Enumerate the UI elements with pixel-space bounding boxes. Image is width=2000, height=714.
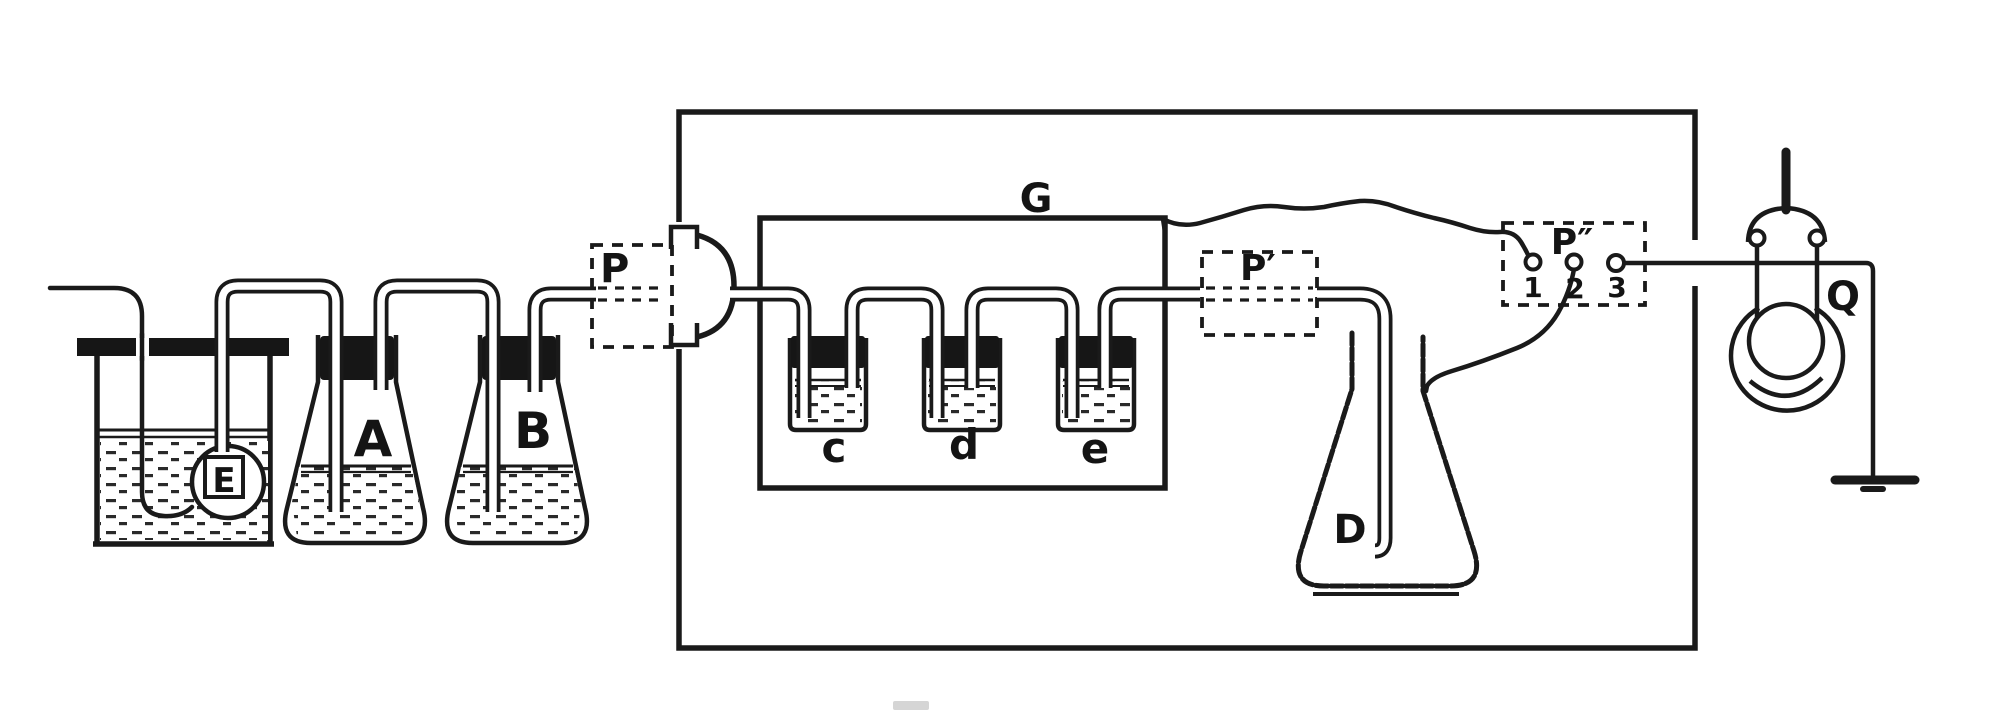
enclosure-box <box>676 109 1698 651</box>
label-bulb-e: E <box>212 461 235 501</box>
dome-terminal-left <box>1747 228 1767 248</box>
gas-inlet-line <box>47 285 195 519</box>
tube-bubbler-c-to-d <box>844 286 945 418</box>
tube-flask-b-to-seal-p <box>527 286 664 392</box>
wavy-wire-g-to-terminal-1 <box>1160 198 1532 260</box>
ground-symbol <box>1830 475 1920 492</box>
tube-seal-p-to-bubbler-c <box>730 286 812 418</box>
tube-flask-a-to-b <box>373 278 501 512</box>
electroscope-outer-shell <box>1728 306 1846 413</box>
label-seal-p-prime: P′ <box>1240 248 1276 289</box>
flask-b-liquid <box>454 467 581 537</box>
wire-terminal-2-to-flask-d <box>1423 266 1577 394</box>
wall-seal-bulge <box>668 224 737 348</box>
label-tube-box-g: G <box>1020 176 1053 222</box>
bulb-e <box>189 443 267 521</box>
flask-d <box>1295 330 1480 596</box>
terminal-2-contact <box>1564 252 1584 272</box>
terminal-panel <box>1501 221 1647 307</box>
label-terminal-3: 3 <box>1607 271 1626 304</box>
flask-a-liquid <box>292 467 419 537</box>
label-flask-b: B <box>514 402 552 460</box>
figure-caption-mark <box>893 701 929 710</box>
tube-bulb-to-flask-a <box>214 278 344 512</box>
label-terminal-panel: P″ <box>1551 222 1593 263</box>
label-terminal-1: 1 <box>1523 271 1542 304</box>
terminal-1-contact <box>1523 252 1543 272</box>
label-flask-a: A <box>354 410 393 468</box>
tube-box-g <box>757 215 1168 491</box>
label-electroscope-q: Q <box>1826 274 1860 320</box>
terminal-3-contact <box>1606 253 1626 273</box>
tube-bubbler-d-to-e <box>964 286 1080 418</box>
electroscope-q <box>1728 147 1846 413</box>
label-bubbler-d: d <box>949 420 979 469</box>
tube-bubbler-e-to-seal-p-prime <box>1097 286 1313 388</box>
dome-terminal-right <box>1807 228 1827 248</box>
wire-terminal-3-to-ground <box>1621 260 1876 480</box>
bulb-e-label-box <box>203 455 245 499</box>
label-bubbler-c: c <box>822 423 847 472</box>
seal-p-dashed-box <box>590 243 674 349</box>
shell-inner-arc <box>1748 376 1824 398</box>
tube-seal-p-prime-to-flask-d <box>1317 286 1393 559</box>
label-flask-d: D <box>1333 507 1366 553</box>
label-bubbler-e: e <box>1081 424 1110 473</box>
label-terminal-2: 2 <box>1565 272 1584 305</box>
label-seal-p: P <box>600 246 629 292</box>
bath-lid <box>77 331 289 363</box>
